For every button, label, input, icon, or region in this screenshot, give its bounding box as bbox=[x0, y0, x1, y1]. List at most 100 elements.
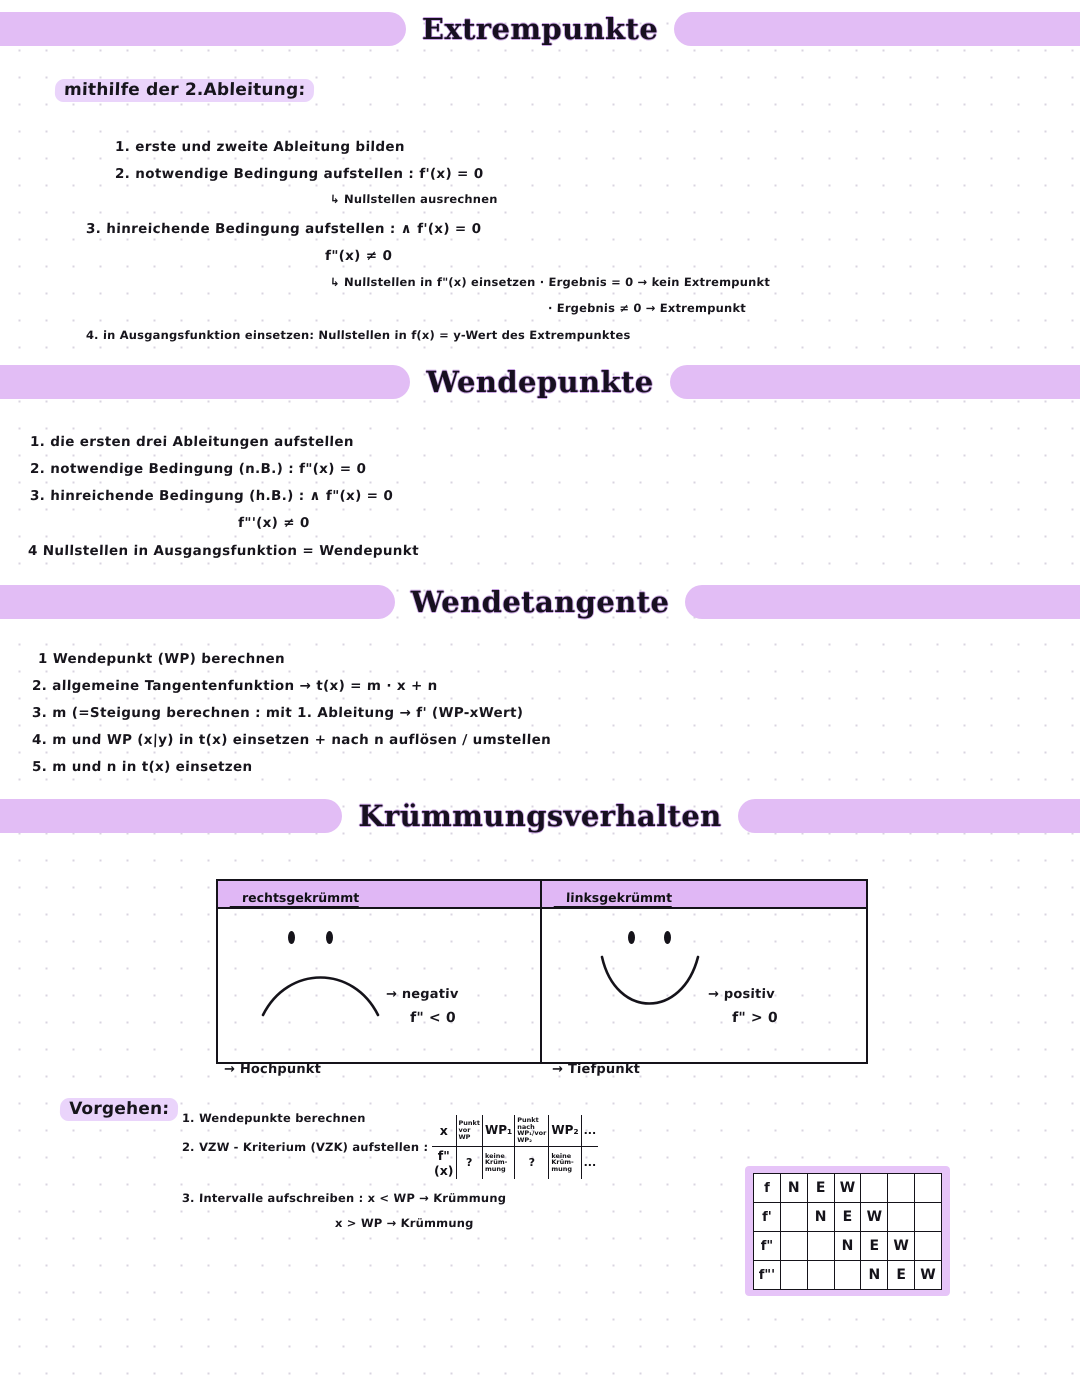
new-grid-label-f2: f" bbox=[753, 1231, 781, 1261]
section-title-wendepunkte: Wendepunkte bbox=[426, 365, 654, 399]
curvature-cell-linksgekruemmt: → positiv f" > 0 → Tiefpunkt bbox=[542, 909, 866, 1077]
new-grid-f1-c5 bbox=[887, 1202, 916, 1232]
extrempunkte-step-2: 2. notwendige Bedingung aufstellen : f'(… bbox=[114, 166, 484, 182]
vzw-table-row-f2: f"(x) ? keine Krüm-mung ? keine Krüm-mun… bbox=[432, 1146, 599, 1179]
extrempunkte-step-4: 4. in Ausgangsfunktion einsetzen: Nullst… bbox=[85, 328, 631, 342]
curvature-table-header-row: rechtsgekrümmt linksgekrümmt bbox=[218, 881, 866, 909]
new-grid-label-f: f bbox=[753, 1173, 781, 1203]
vzw-table-row-x: x Punkt vor WP WP₁ Punkt nach WP₁/vor WP… bbox=[432, 1115, 599, 1147]
new-grid-f2-c6 bbox=[914, 1231, 942, 1261]
new-grid-label-f1: f' bbox=[753, 1202, 781, 1232]
section-title-wendetangente: Wendetangente bbox=[410, 585, 670, 619]
happy-face-icon bbox=[598, 931, 798, 1021]
vzw-cell-r1c5: WP₂ bbox=[548, 1115, 582, 1147]
section-banner-kruemmungsverhalten: Krümmungsverhalten bbox=[0, 799, 1080, 833]
wendepunkte-step-4: 4 Nullstellen in Ausgangsfunktion = Wend… bbox=[27, 543, 420, 559]
new-grid-label-f3: f"' bbox=[753, 1260, 781, 1290]
wendepunkte-step-3b: f"'(x) ≠ 0 bbox=[237, 515, 310, 531]
banner-bar-left bbox=[0, 365, 411, 399]
curvature-sign-right: → positiv bbox=[707, 987, 776, 1002]
curvature-header-right: linksgekrümmt bbox=[542, 881, 866, 907]
curvature-header-right-label: linksgekrümmt bbox=[553, 890, 673, 907]
curvature-table: rechtsgekrümmt linksgekrümmt → negativ f… bbox=[216, 879, 868, 1077]
page-title: Extrempunkte bbox=[421, 12, 659, 46]
curvature-header-left-label: rechtsgekrümmt bbox=[229, 890, 360, 907]
new-grid-f1-c1 bbox=[779, 1202, 808, 1232]
wendetangente-step-4: 4. m und WP (x|y) in t(x) einsetzen + na… bbox=[31, 732, 552, 748]
new-grid-row-f: f N E W bbox=[753, 1173, 942, 1203]
sad-face-eye-right bbox=[326, 931, 333, 944]
new-grid-f1-c3: E bbox=[833, 1202, 862, 1232]
new-grid-f2-c1 bbox=[779, 1231, 808, 1261]
happy-face-eye-right bbox=[664, 931, 671, 944]
vzw-criterion-table: x Punkt vor WP WP₁ Punkt nach WP₁/vor WP… bbox=[432, 1115, 599, 1179]
vorgehen-step-2: 2. VZW - Kriterium (VZK) aufstellen : bbox=[181, 1140, 429, 1154]
vorgehen-step-3: 3. Intervalle aufschreiben : x < WP → Kr… bbox=[181, 1191, 507, 1205]
new-grid-row-f1: f' N E W bbox=[753, 1202, 942, 1232]
wendetangente-step-3: 3. m (=Steigung berechnen : mit 1. Ablei… bbox=[31, 705, 524, 721]
new-grid-f-c1: N bbox=[779, 1173, 808, 1203]
banner-bar-right bbox=[737, 799, 1080, 833]
extrempunkte-step-3-note-2: · Ergebnis ≠ 0 → Extrempunkt bbox=[547, 301, 747, 315]
vzw-cell-r1c1: x bbox=[432, 1115, 457, 1147]
curvature-table-body-row: → negativ f" < 0 → Hochpunkt → positiv f… bbox=[218, 909, 866, 1077]
new-grid-row-f2: f" N E W bbox=[753, 1231, 942, 1261]
banner-bar-right bbox=[685, 585, 1080, 619]
section-banner-extrempunkte: Extrempunkte bbox=[0, 12, 1080, 46]
new-grid-f-c4 bbox=[860, 1173, 889, 1203]
section-banner-wendepunkte: Wendepunkte bbox=[0, 365, 1080, 399]
new-shift-grid: f N E W f' N E W f" N E W f"' bbox=[745, 1166, 950, 1296]
extrempunkte-step-2-note: ↳ Nullstellen ausrechnen bbox=[329, 192, 498, 206]
vzw-cell-r1c6: ... bbox=[580, 1115, 599, 1147]
extrempunkte-step-3: 3. hinreichende Bedingung aufstellen : ∧… bbox=[85, 221, 482, 237]
vzw-cell-r1c4: Punkt nach WP₁/vor WP₂ bbox=[514, 1115, 550, 1147]
new-grid-f2-c2 bbox=[806, 1231, 835, 1261]
banner-bar-left bbox=[0, 585, 395, 619]
vzw-cell-r2c2: ? bbox=[455, 1146, 483, 1179]
curvature-point-left: → Hochpunkt bbox=[223, 1062, 322, 1077]
new-grid-f3-c2 bbox=[806, 1260, 835, 1290]
sad-face-mouth-curve bbox=[261, 976, 380, 1017]
section-title-kruemmungsverhalten: Krümmungsverhalten bbox=[358, 799, 722, 833]
new-grid-f1-c4: W bbox=[860, 1202, 889, 1232]
new-grid-f3-c5: E bbox=[887, 1260, 916, 1290]
curvature-point-right: → Tiefpunkt bbox=[551, 1062, 641, 1077]
new-grid-f3-c3 bbox=[833, 1260, 862, 1290]
curvature-condition-right: f" > 0 bbox=[731, 1010, 779, 1026]
banner-bar-left bbox=[0, 799, 343, 833]
new-grid-f1-c2: N bbox=[806, 1202, 835, 1232]
new-grid-f3-c4: N bbox=[860, 1260, 889, 1290]
curvature-sign-left: → negativ bbox=[385, 987, 459, 1002]
vzw-cell-r2c1: f"(x) bbox=[432, 1146, 457, 1179]
vzw-cell-r2c3: keine Krüm-mung bbox=[481, 1146, 516, 1179]
new-grid-f2-c5: W bbox=[887, 1231, 916, 1261]
new-grid-row-f3: f"' N E W bbox=[753, 1260, 942, 1290]
banner-bar-right bbox=[669, 365, 1080, 399]
curvature-cell-rechtsgekruemmt: → negativ f" < 0 → Hochpunkt bbox=[218, 909, 542, 1077]
vzw-cell-r1c2: Punkt vor WP bbox=[455, 1115, 483, 1147]
new-grid-f3-c1 bbox=[779, 1260, 808, 1290]
vorgehen-step-1: 1. Wendepunkte berechnen bbox=[181, 1111, 366, 1125]
wendetangente-step-5: 5. m und n in t(x) einsetzen bbox=[31, 759, 253, 775]
new-grid-f2-c4: E bbox=[860, 1231, 889, 1261]
vzw-cell-r2c4: ? bbox=[514, 1146, 550, 1179]
extrempunkte-step-1: 1. erste und zweite Ableitung bilden bbox=[114, 139, 406, 155]
wendetangente-step-2: 2. allgemeine Tangentenfunktion → t(x) =… bbox=[31, 678, 438, 694]
extrempunkte-step-3-note-1: ↳ Nullstellen in f"(x) einsetzen · Ergeb… bbox=[329, 275, 771, 289]
curvature-header-left: rechtsgekrümmt bbox=[218, 881, 542, 907]
banner-bar-right bbox=[674, 12, 1080, 46]
section-banner-wendetangente: Wendetangente bbox=[0, 585, 1080, 619]
wendepunkte-step-3: 3. hinreichende Bedingung (h.B.) : ∧ f"(… bbox=[29, 488, 394, 504]
happy-face-eye-left bbox=[628, 931, 635, 944]
sad-face-eye-left bbox=[288, 931, 295, 944]
new-grid-f3-c6: W bbox=[914, 1260, 942, 1290]
extrempunkte-step-3b: f"(x) ≠ 0 bbox=[324, 248, 393, 264]
new-grid-f-c2: E bbox=[806, 1173, 835, 1203]
vorgehen-step-3b: x > WP → Krümmung bbox=[334, 1216, 474, 1230]
wendepunkte-step-1: 1. die ersten drei Ableitungen aufstelle… bbox=[29, 434, 355, 450]
wendepunkte-step-2: 2. notwendige Bedingung (n.B.) : f"(x) =… bbox=[29, 461, 367, 477]
wendetangente-step-1: 1 Wendepunkt (WP) berechnen bbox=[37, 651, 286, 667]
banner-bar-left bbox=[0, 12, 406, 46]
happy-face-mouth-curve bbox=[600, 955, 700, 1005]
sad-face-icon bbox=[258, 931, 458, 1021]
